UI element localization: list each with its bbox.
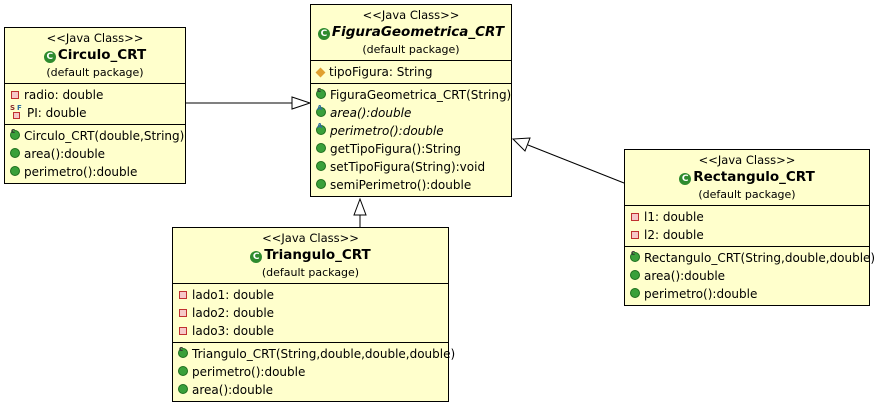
method-row: area():double — [173, 381, 448, 399]
private-field-icon — [179, 291, 187, 299]
public-method-icon — [630, 270, 640, 280]
generalization-arrowhead-triangulo — [353, 197, 367, 216]
private-field-icon — [11, 91, 19, 99]
private-field-icon — [179, 327, 187, 335]
class-icon: C — [43, 51, 56, 63]
method-row: semiPerimetro():double — [311, 176, 511, 194]
method-row: perimetro():double — [625, 285, 869, 303]
generalization-rectangulo — [527, 144, 625, 184]
private-field-icon — [631, 231, 639, 239]
stereotype-label: <<Java Class>> — [46, 31, 144, 45]
abstract-method-icon: A — [316, 123, 326, 135]
method-row: setTipoFigura(String):void — [311, 158, 511, 176]
attributes-section: l1: double l2: double — [625, 206, 869, 247]
class-icon: C — [679, 173, 692, 185]
package-label: (default package) — [46, 66, 144, 79]
attributes-section: lado1: double lado2: double lado3: doubl… — [173, 284, 448, 343]
constructor-icon: c — [630, 250, 640, 262]
method-row: getTipoFigura():String — [311, 140, 511, 158]
stereotype-label: <<Java Class>> — [698, 153, 796, 167]
public-method-icon — [178, 366, 188, 376]
method-row: area():double — [5, 145, 185, 163]
stereotype-label: <<Java Class>> — [362, 8, 460, 22]
public-method-icon — [316, 143, 326, 153]
public-method-icon — [630, 288, 640, 298]
method-row: area():double — [625, 267, 869, 285]
private-field-icon — [179, 309, 187, 317]
package-label: (default package) — [362, 43, 460, 56]
constructor-icon: c — [316, 87, 326, 99]
protected-field-icon — [315, 67, 326, 78]
attribute-row: lado1: double — [173, 286, 448, 304]
attribute-row: radio: double — [5, 86, 185, 104]
package-label: (default package) — [261, 266, 360, 279]
attribute-row: lado3: double — [173, 322, 448, 340]
method-row: perimetro():double — [5, 163, 185, 181]
attribute-row: tipoFigura: String — [311, 63, 511, 81]
abstract-class-icon: C — [317, 28, 330, 40]
public-method-icon — [10, 148, 20, 158]
constructor-icon: c — [10, 128, 20, 140]
constructor-icon: c — [178, 346, 188, 358]
attribute-row: l1: double — [625, 208, 869, 226]
abstract-method-icon: A — [316, 105, 326, 117]
generalization-arrowhead-rectangulo — [511, 137, 531, 152]
public-method-icon — [316, 161, 326, 171]
class-icon: C — [250, 251, 263, 263]
public-method-icon — [316, 179, 326, 189]
attribute-row: lado2: double — [173, 304, 448, 322]
package-label: (default package) — [698, 188, 796, 201]
attribute-row: l2: double — [625, 226, 869, 244]
private-field-icon — [631, 213, 639, 221]
attributes-section: tipoFigura: String — [311, 61, 511, 84]
public-method-icon — [10, 166, 20, 176]
generalization-arrowhead-circulo — [291, 96, 312, 110]
method-row: perimetro():double — [173, 363, 448, 381]
stereotype-label: <<Java Class>> — [262, 231, 359, 245]
public-method-icon — [178, 384, 188, 394]
